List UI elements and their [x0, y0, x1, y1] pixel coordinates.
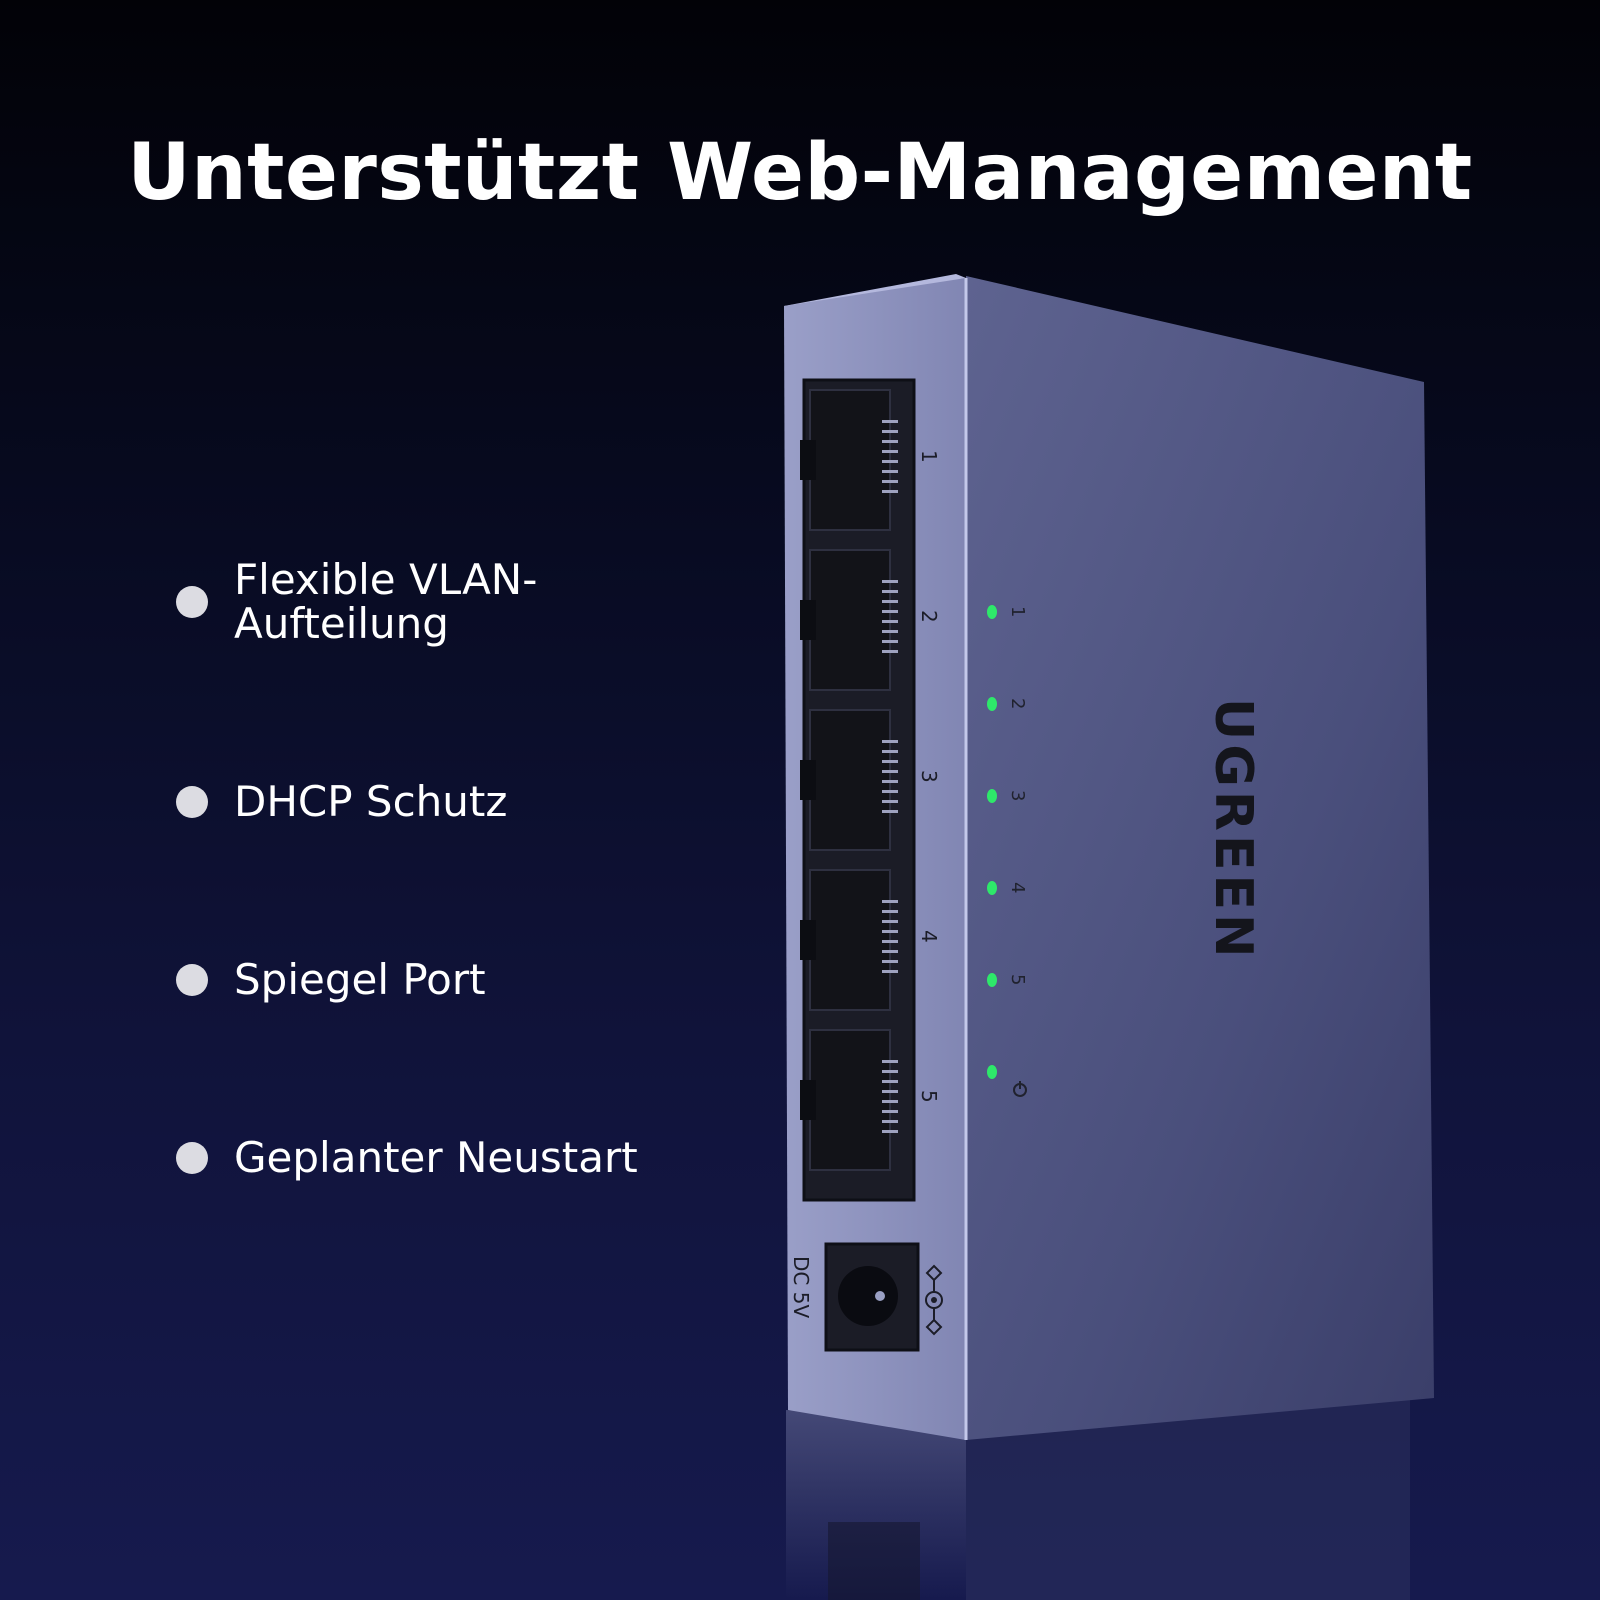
dc-jack-hole	[838, 1266, 898, 1326]
power-led-indicator	[987, 1065, 997, 1079]
port-led-indicator	[987, 973, 997, 987]
feature-label: Spiegel Port	[234, 955, 486, 1004]
device-side-face	[966, 276, 1434, 1440]
bullet-dot	[176, 586, 208, 618]
port-number-label: 5	[917, 1090, 941, 1103]
feature-label-line-2: Aufteilung	[234, 599, 449, 648]
device-reflection	[786, 1380, 1410, 1600]
brand-logo-text: UGREEN	[1203, 698, 1263, 962]
ethernet-port-2	[800, 549, 898, 691]
port-led-indicator	[987, 605, 997, 619]
ethernet-port-4	[800, 869, 898, 1011]
port-number-label: 2	[917, 610, 941, 623]
feature-item-dhcp: DHCP Schutz	[176, 780, 507, 824]
feature-item-scheduled-reboot: Geplanter Neustart	[176, 1136, 638, 1180]
ethernet-port-5	[800, 1029, 898, 1171]
bullet-dot	[176, 786, 208, 818]
feature-label-line-1: Flexible VLAN-	[234, 555, 538, 604]
feature-list: Flexible VLAN- Aufteilung DHCP Schutz Sp…	[0, 0, 760, 1600]
ethernet-port-3	[800, 709, 898, 851]
feature-label: Flexible VLAN- Aufteilung	[234, 558, 537, 646]
led-label: 3	[1007, 790, 1028, 801]
ethernet-ports	[800, 389, 898, 1171]
port-number-label: 3	[917, 770, 941, 783]
led-label: 1	[1007, 606, 1028, 617]
port-led-indicator	[987, 697, 997, 711]
power-icon	[1013, 1081, 1027, 1097]
feature-label: DHCP Schutz	[234, 777, 508, 826]
port-number-label: 1	[917, 450, 941, 463]
port-led-indicator	[987, 881, 997, 895]
bullet-dot	[176, 1142, 208, 1174]
feature-item-vlan: Flexible VLAN- Aufteilung	[176, 558, 537, 646]
led-label: 5	[1007, 974, 1028, 985]
network-switch-illustration: 1 2 3 4 5 1 2 3 4 5 UGREEN DC 5V	[784, 274, 1434, 1600]
port-led-indicator	[987, 789, 997, 803]
polarity-symbol-icon	[925, 1264, 943, 1336]
feature-item-mirror-port: Spiegel Port	[176, 958, 486, 1002]
power-input-label: DC 5V	[789, 1256, 813, 1318]
ethernet-port-1	[800, 389, 898, 531]
feature-label: Geplanter Neustart	[234, 1133, 638, 1182]
bullet-dot	[176, 964, 208, 996]
port-number-label: 4	[917, 930, 941, 943]
network-switch-image: 1 2 3 4 5 1 2 3 4 5 UGREEN DC 5V	[770, 260, 1450, 1600]
led-label: 2	[1007, 698, 1028, 709]
led-label: 4	[1007, 882, 1028, 893]
headline: Unterstützt Web-Management	[127, 128, 1473, 218]
